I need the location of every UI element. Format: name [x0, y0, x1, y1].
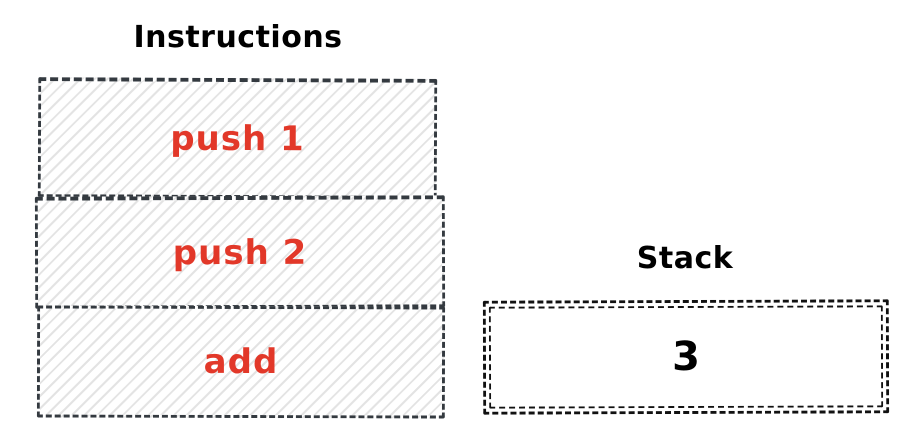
- instruction-label-add: add: [203, 341, 279, 383]
- stack-value: 3: [671, 333, 701, 381]
- instruction-box-push-1: push 1: [37, 77, 438, 199]
- instruction-box-push-2: push 2: [34, 195, 446, 309]
- instruction-box-add: add: [36, 305, 446, 419]
- stack-title: Stack: [636, 241, 734, 276]
- instruction-label-push-1: push 1: [170, 118, 305, 159]
- instructions-title: Instructions: [133, 20, 343, 55]
- instruction-label-push-2: push 2: [172, 232, 308, 273]
- stack-box: 3: [482, 299, 890, 415]
- stack-slot: 3: [488, 305, 884, 409]
